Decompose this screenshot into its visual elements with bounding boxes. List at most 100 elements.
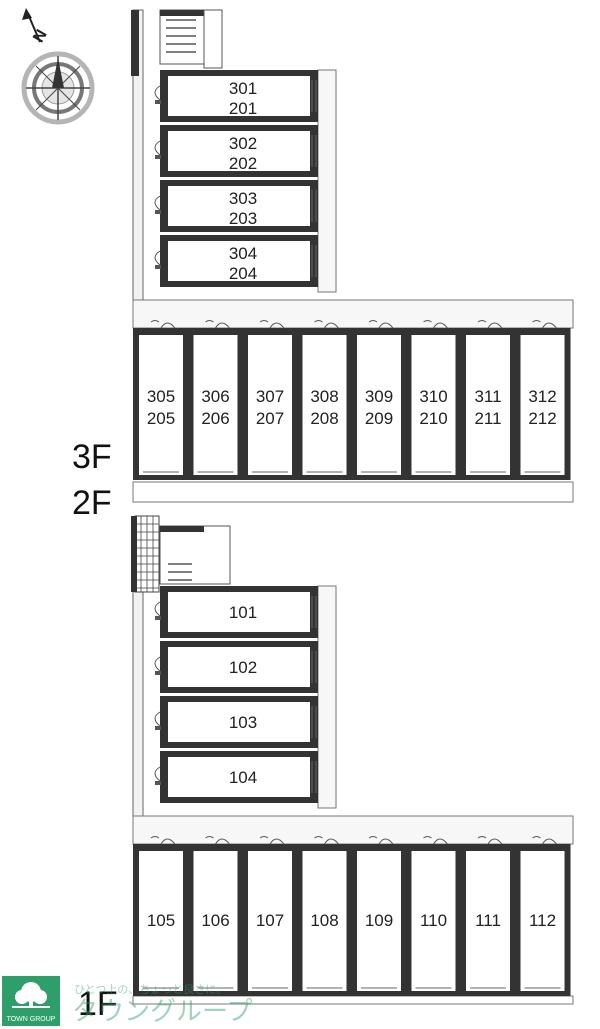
- door-icon: [205, 836, 230, 845]
- ground-west-walkway: [132, 815, 574, 845]
- room-number: 105: [147, 911, 175, 930]
- compass: N: [21, 8, 95, 125]
- door-icon: [259, 320, 285, 329]
- door-icon: [154, 766, 161, 785]
- door-icon: [532, 836, 557, 845]
- upper-north-walkway-edge: [317, 69, 337, 293]
- room-number-lower: 201: [229, 99, 257, 118]
- room-number: 109: [365, 911, 393, 930]
- room-number: 107: [256, 911, 284, 930]
- room-number-lower: 206: [201, 409, 229, 428]
- north-unit: 104: [154, 751, 318, 803]
- south-unit: 108: [296, 836, 353, 996]
- room-number-upper: 301: [229, 79, 257, 98]
- room-number-upper: 309: [365, 387, 393, 406]
- upper-south-units: 3052053062063072073082083092093102103112…: [133, 320, 571, 480]
- south-unit: 110: [405, 836, 462, 996]
- room-number: 104: [229, 768, 257, 787]
- south-unit: 112: [514, 836, 571, 996]
- room-number-lower: 210: [419, 409, 447, 428]
- room-number: 101: [229, 603, 257, 622]
- door-icon: [423, 836, 448, 845]
- upper-stairs: [159, 9, 223, 69]
- room-number-upper: 303: [229, 189, 257, 208]
- room-number-upper: 308: [310, 387, 338, 406]
- room-number: 111: [475, 911, 501, 930]
- upper-balcony-strip: [132, 481, 574, 503]
- ground-bike-rack-icon: [131, 515, 160, 593]
- north-label: N: [30, 27, 51, 46]
- upper-wall-bar: [131, 10, 139, 76]
- door-icon: [314, 836, 339, 845]
- door-icon: [154, 195, 161, 214]
- ground-south-units: 105 106 107 108 109 110 111 112: [133, 836, 571, 996]
- room-number-lower: 207: [256, 409, 284, 428]
- door-icon: [154, 711, 161, 730]
- south-unit: 111: [460, 836, 516, 996]
- door-icon: [154, 250, 161, 269]
- door-icon: [150, 836, 176, 845]
- door-icon: [154, 85, 161, 104]
- upper-west-walkway: [132, 299, 574, 329]
- room-number-lower: 209: [365, 409, 393, 428]
- floor-label-2f: 2F: [72, 484, 112, 522]
- watermark-brand: タウングループ: [72, 997, 252, 1027]
- logo-caption: TOWN GROUP: [7, 1016, 56, 1023]
- door-icon: [532, 320, 557, 329]
- room-number-upper: 302: [229, 134, 257, 153]
- room-number-lower: 205: [147, 409, 175, 428]
- room-number-upper: 306: [201, 387, 229, 406]
- door-icon: [259, 836, 285, 845]
- room-number-lower: 203: [229, 209, 257, 228]
- door-icon: [314, 320, 339, 329]
- room-number-lower: 212: [528, 409, 556, 428]
- door-icon: [368, 836, 394, 845]
- ground-floor: 101 102 103 104 105 106 107 108 109 110 111 112 1F: [78, 515, 574, 1023]
- room-number-lower: 204: [229, 264, 257, 283]
- south-unit: 109: [351, 836, 407, 996]
- door-icon: [154, 601, 161, 620]
- room-number: 103: [229, 713, 257, 732]
- room-number-lower: 208: [310, 409, 338, 428]
- door-icon: [423, 320, 448, 329]
- room-number-upper: 310: [419, 387, 447, 406]
- door-icon: [477, 320, 503, 329]
- south-unit: 106: [187, 836, 244, 996]
- watermark-tagline: ひとつ上の、ちょっと良さに。: [74, 982, 227, 996]
- room-number-upper: 311: [474, 387, 501, 406]
- north-unit: 102: [154, 641, 318, 693]
- door-icon: [154, 140, 161, 159]
- room-number: 106: [201, 911, 229, 930]
- room-number: 110: [420, 911, 447, 930]
- north-unit: 103: [154, 696, 318, 748]
- south-unit: 105: [133, 836, 189, 996]
- watermark: TOWN GROUP ひとつ上の、ちょっと良さに。 タウングループ: [2, 976, 252, 1027]
- door-icon: [205, 320, 230, 329]
- ground-north-units: 101 102 103 104: [154, 586, 318, 803]
- door-icon: [477, 836, 503, 845]
- room-number-upper: 304: [229, 244, 257, 263]
- room-number-upper: 312: [528, 387, 556, 406]
- room-number-lower: 202: [229, 154, 257, 173]
- room-number-lower: 211: [474, 409, 501, 428]
- north-arrow-icon: [22, 8, 41, 43]
- floor-label-3f: 3F: [72, 438, 112, 476]
- door-icon: [154, 656, 161, 675]
- door-icon: [150, 320, 176, 329]
- room-number: 112: [529, 911, 556, 930]
- floor-label-1f: 1F: [78, 985, 118, 1023]
- town-group-logo: [2, 976, 60, 1026]
- room-number-upper: 305: [147, 387, 175, 406]
